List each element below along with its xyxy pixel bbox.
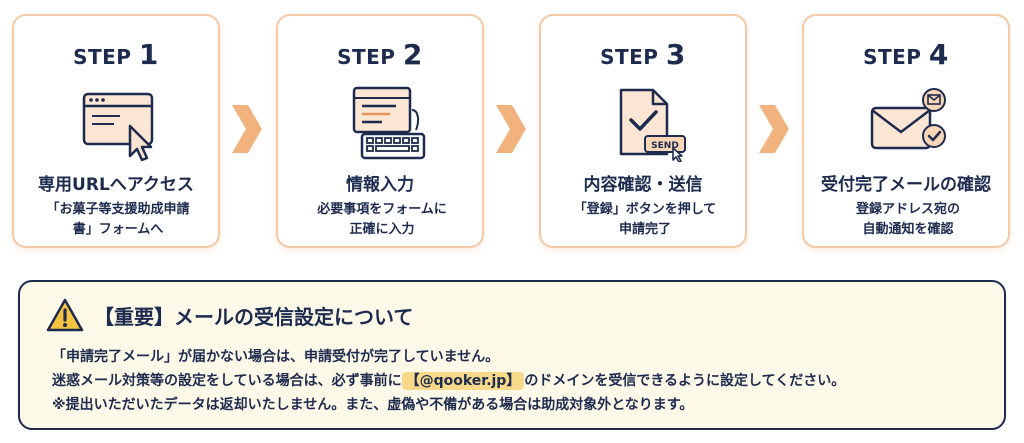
notice-heading: 【重要】メールの受信設定について — [94, 305, 414, 329]
notice-line: ※提出いただいたデータは返却いたしません。また、虚偽や不備がある場合は助成対象外… — [52, 397, 694, 413]
step-title: 受付完了メールの確認 — [821, 175, 991, 195]
notice-line: 迷惑メール対策等の設定をしている場合は、必ず事前に【@qooker.jp】のドメ… — [52, 370, 845, 390]
steps-flow: STEP 1 専用URLへアクセス 「お菓子等支援助成申請 書」フォームへ — [12, 14, 1010, 248]
warning-icon — [46, 298, 84, 332]
step-desc-line: 登録アドレス宛の — [855, 202, 960, 217]
step-title: 専用URLへアクセス — [38, 175, 194, 195]
step-desc-line: 自動通知を確認 — [862, 222, 954, 237]
step-word: STEP — [863, 45, 922, 69]
step-card-3: STEP 3 SEND 内容確認・送信 「登録」ボタンを押して 申請完了 — [539, 14, 747, 248]
step-title: 情報入力 — [346, 175, 414, 195]
step-label-3: STEP 3 — [541, 38, 745, 71]
step-number: 3 — [665, 38, 686, 71]
chevron-right-icon — [759, 105, 789, 153]
step-label-2: STEP 2 — [278, 38, 482, 71]
step-desc-line: 必要事項をフォームに — [317, 202, 447, 217]
document-send-icon: SEND — [595, 86, 695, 163]
step-word: STEP — [73, 45, 132, 69]
notice-line: 「申請完了メール」が届かない場合は、申請受付が完了していません。 — [52, 349, 500, 365]
chevron-right-icon — [232, 105, 262, 153]
step-label-4: STEP 4 — [804, 38, 1008, 71]
notice-text: のドメインを受信できるように設定してください。 — [524, 373, 846, 389]
browser-cursor-icon — [68, 86, 168, 162]
step-number: 4 — [928, 38, 949, 71]
step-label-1: STEP 1 — [14, 38, 218, 71]
step-desc-line: 書」フォームへ — [72, 222, 164, 237]
step-desc-line: 「登録」ボタンを押して — [573, 202, 717, 217]
step-word: STEP — [600, 45, 659, 69]
mail-check-icon — [858, 86, 958, 162]
step-description: 必要事項をフォームに 正確に入力 — [288, 200, 476, 240]
step-title: 内容確認・送信 — [583, 175, 703, 195]
step-card-4: STEP 4 受付完了メールの確認 登録アドレス宛の 自動通知を確認 — [802, 14, 1010, 248]
important-notice-box: 【重要】メールの受信設定について 「申請完了メール」が届かない場合は、申請受付が… — [18, 280, 1006, 430]
domain-highlight: 【@qooker.jp】 — [401, 372, 525, 390]
notice-text: 迷惑メール対策等の設定をしている場合は、必ず事前に — [52, 373, 402, 389]
step-desc-line: 申請完了 — [618, 222, 671, 237]
step-card-1: STEP 1 専用URLへアクセス 「お菓子等支援助成申請 書」フォームへ — [12, 14, 220, 248]
step-description: 「登録」ボタンを押して 申請完了 — [551, 200, 739, 240]
step-card-2: STEP 2 情報入力 必要事項をフォームに 正確に入力 — [276, 14, 484, 248]
chevron-right-icon — [496, 105, 526, 153]
form-keyboard-icon — [332, 86, 432, 162]
step-word: STEP — [337, 45, 396, 69]
step-number: 2 — [402, 38, 423, 71]
step-description: 「お菓子等支援助成申請 書」フォームへ — [24, 200, 212, 240]
step-number: 1 — [138, 38, 159, 71]
step-desc-line: 正確に入力 — [349, 222, 415, 237]
send-button-text: SEND — [651, 141, 679, 151]
step-desc-line: 「お菓子等支援助成申請 — [46, 202, 190, 217]
step-description: 登録アドレス宛の 自動通知を確認 — [814, 200, 1002, 240]
